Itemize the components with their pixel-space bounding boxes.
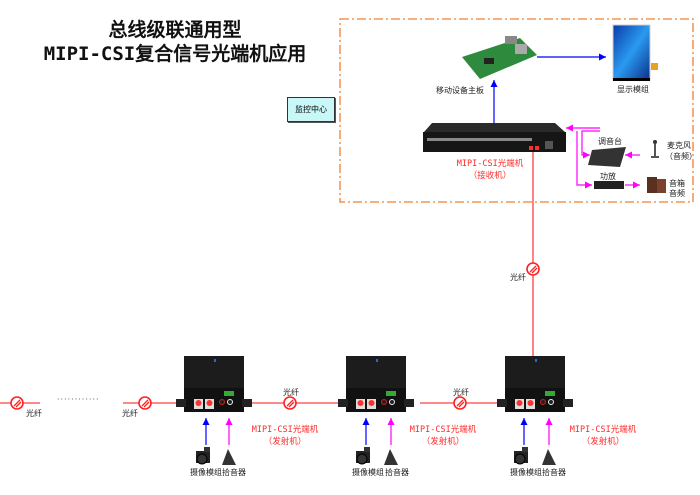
amplifier-icon — [594, 181, 624, 189]
receiver-unit-icon — [423, 123, 566, 152]
transmitter-3-icon — [496, 355, 574, 413]
transmitter-2-icon — [337, 355, 415, 413]
receiver-label: MIPI-CSI光端机 （接收机） — [440, 158, 540, 182]
monitoring-center-label: 监控中心 — [287, 97, 335, 122]
fiber-label-4: 光纤 — [453, 388, 469, 397]
transmitter-1-title: MIPI-CSI光端机 — [251, 425, 319, 435]
transmitter-1-label: MIPI-CSI光端机 （发射机） — [235, 424, 335, 448]
speaker-icon — [647, 177, 666, 193]
fiber-symbol-2 — [138, 396, 152, 410]
transmitter-2-label: MIPI-CSI光端机 （发射机） — [393, 424, 493, 448]
camera-module-icon-1 — [195, 446, 211, 465]
mobile-board-icon — [462, 36, 537, 79]
fiber-symbol-3 — [283, 396, 297, 410]
pickup-icon-3 — [542, 449, 556, 465]
fiber-label-1: 光纤 — [26, 409, 42, 418]
pickup-icon-2 — [384, 449, 398, 465]
camera-label-1: 摄像模组 — [190, 468, 222, 477]
camera-module-icon-3 — [513, 446, 529, 465]
fiber-label-2: 光纤 — [122, 409, 138, 418]
transmitter-1-subtitle: （发射机） — [263, 437, 307, 447]
amp-label: 功放 — [600, 172, 616, 181]
microphone-icon — [651, 140, 659, 158]
mobile-board-label: 移动设备主板 — [436, 86, 484, 95]
transmitter-2-subtitle: （发射机） — [421, 437, 465, 447]
transmitter-2-title: MIPI-CSI光端机 — [409, 425, 477, 435]
camera-label-2: 摄像模组 — [352, 468, 384, 477]
fiber-symbol-4 — [453, 396, 467, 410]
mic-sublabel: （音频） — [665, 152, 697, 161]
display-label: 显示模组 — [617, 85, 649, 94]
pickup-label-1: 拾音器 — [222, 468, 246, 477]
pickup-label-3: 拾音器 — [542, 468, 566, 477]
transmitter-3-subtitle: （发射机） — [581, 437, 625, 447]
transmitter-3-label: MIPI-CSI光端机 （发射机） — [553, 424, 653, 448]
audio-links — [566, 124, 640, 189]
transmitter-3-title: MIPI-CSI光端机 — [569, 425, 637, 435]
diagram-title-line1: 总线级联通用型 — [108, 19, 242, 41]
diagram-title-line2: MIPI-CSI复合信号光端机应用 — [43, 43, 307, 65]
fiber-label-3: 光纤 — [283, 388, 299, 397]
transmitter-1-icon — [175, 355, 253, 413]
mixer-label: 调音台 — [598, 137, 622, 146]
display-module-icon — [612, 24, 658, 81]
pickup-icon-1 — [222, 449, 236, 465]
camera-label-3: 摄像模组 — [510, 468, 542, 477]
monitoring-center-boundary — [339, 18, 694, 203]
mic-label: 麦克风 — [667, 141, 691, 150]
receiver-subtitle: （接收机） — [468, 171, 512, 181]
mixer-icon — [588, 147, 626, 167]
fiber-symbol-1 — [10, 396, 24, 410]
fiber-label-vertical: 光纤 — [510, 273, 526, 282]
pickup-label-2: 拾音器 — [385, 468, 409, 477]
chain-ellipsis: ············ — [57, 395, 100, 404]
receiver-title: MIPI-CSI光端机 — [456, 159, 524, 169]
fiber-symbol-vertical — [526, 262, 540, 276]
speaker-label: 音箱 — [669, 179, 685, 188]
speaker-sublabel: 音频 — [669, 189, 685, 198]
camera-module-icon-2 — [355, 446, 371, 465]
